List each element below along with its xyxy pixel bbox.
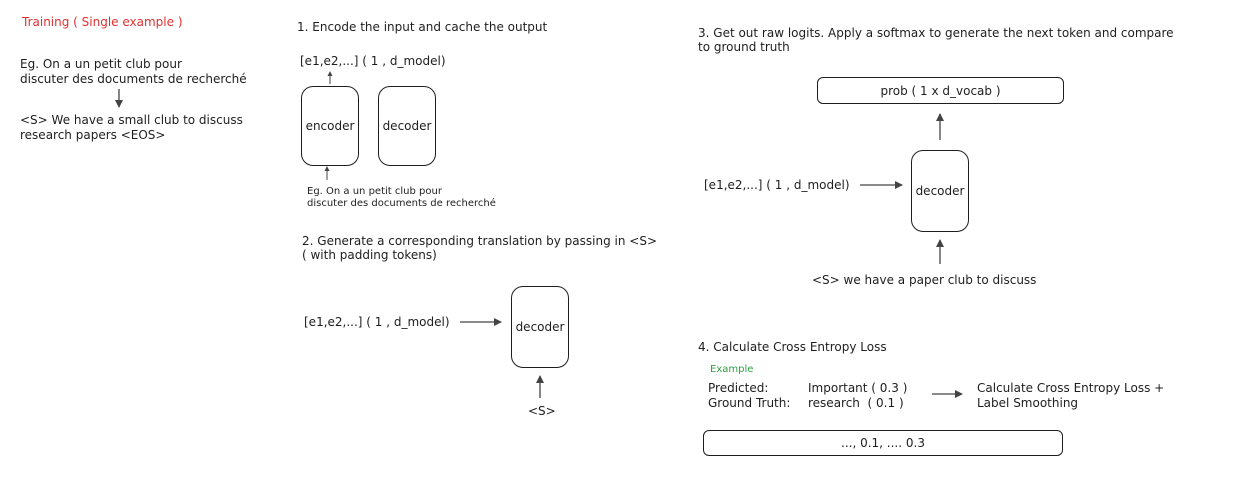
prob-box: prob ( 1 x d_vocab )	[817, 77, 1064, 104]
step1-input-line1: Eg. On a un petit club pour	[307, 186, 442, 197]
step4-heading: 4. Calculate Cross Entropy Loss	[698, 340, 887, 354]
step2-heading-line2: ( with padding tokens)	[302, 248, 437, 262]
example-target-line2: research papers <EOS>	[20, 128, 166, 142]
step3-heading-line2: to ground truth	[698, 40, 790, 54]
step4-result-line2: Label Smoothing	[977, 396, 1079, 410]
step3-heading-line1: 3. Get out raw logits. Apply a softmax t…	[698, 26, 1174, 40]
step3-decoder-box: decoder	[911, 150, 969, 232]
step1-decoder-label: decoder	[382, 119, 432, 133]
step3-decoder-label: decoder	[915, 184, 965, 198]
step1-heading: 1. Encode the input and cache the output	[297, 20, 548, 34]
step2-decoder-box: decoder	[511, 286, 569, 368]
step1-encoder-output: [e1,e2,...] ( 1 , d_model)	[300, 54, 446, 68]
step3-decoder-input: <S> we have a paper club to discuss	[812, 273, 1037, 287]
step2-decoder-input: <S>	[528, 404, 556, 418]
step1-decoder-box: decoder	[378, 86, 436, 166]
probability-vector-box: ..., 0.1, .... 0.3	[703, 430, 1063, 456]
example-source-line1: Eg. On a un petit club pour	[20, 57, 182, 71]
step3-encoder-output: [e1,e2,...] ( 1 , d_model)	[704, 178, 850, 192]
predicted-label: Predicted:	[708, 381, 769, 395]
ground-truth-label: Ground Truth:	[708, 396, 791, 410]
encoder-box: encoder	[301, 86, 359, 166]
predicted-value: Important ( 0.3 )	[808, 381, 908, 395]
encoder-label: encoder	[305, 119, 355, 133]
ground-truth-value: research ( 0.1 )	[808, 396, 904, 410]
step4-example-label: Example	[710, 364, 754, 375]
step4-result-line1: Calculate Cross Entropy Loss +	[977, 381, 1165, 395]
example-source-line2: discuter des documents de recherché	[20, 72, 247, 86]
step2-encoder-output: [e1,e2,...] ( 1 , d_model)	[304, 315, 450, 329]
prob-label: prob ( 1 x d_vocab )	[880, 83, 1001, 98]
probability-vector: ..., 0.1, .... 0.3	[841, 436, 925, 450]
diagram-title: Training ( Single example )	[22, 15, 183, 29]
step2-decoder-label: decoder	[515, 320, 565, 334]
step1-input-line2: discuter des documents de recherché	[307, 198, 496, 209]
example-target-line1: <S> We have a small club to discuss	[20, 113, 243, 127]
step2-heading-line1: 2. Generate a corresponding translation …	[302, 234, 658, 248]
